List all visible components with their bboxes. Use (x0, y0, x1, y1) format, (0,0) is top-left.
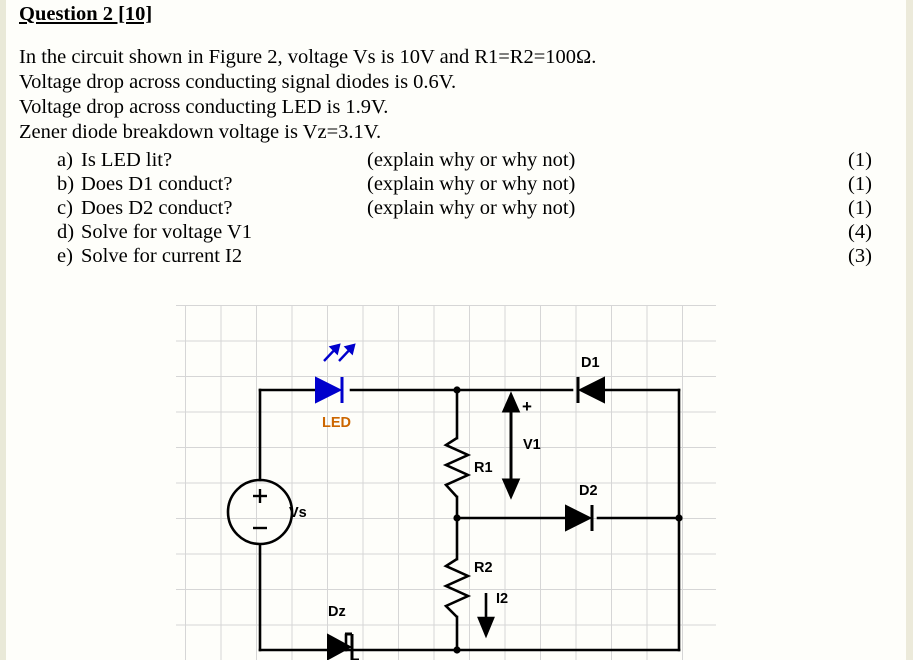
d2-label: D2 (579, 483, 598, 499)
i2-arrow (477, 593, 495, 639)
node-dot-mid (453, 514, 461, 522)
led-symbol (315, 343, 356, 404)
item-e-label: e) (57, 245, 73, 267)
led-label: LED (322, 415, 351, 431)
circuit-figure: LED Vs Dz R1 R2 + V1 I2 D1 D2 (176, 305, 716, 660)
r1-symbol (442, 436, 472, 498)
item-c-note: (explain why or why not) (367, 197, 576, 219)
r2-label: R2 (474, 560, 493, 576)
item-a-text: Is LED lit? (81, 149, 173, 171)
item-e-marks: (3) (848, 245, 872, 267)
page-title: Question 2 [10] (19, 3, 153, 25)
v1-plus-label: + (522, 397, 532, 416)
item-c-text: Does D2 conduct? (81, 197, 233, 219)
item-d-text: Solve for voltage V1 (81, 221, 252, 243)
page-left-edge (0, 0, 6, 660)
voltage-source-symbol (226, 478, 294, 546)
item-b-note: (explain why or why not) (367, 173, 576, 195)
vs-label: Vs (289, 505, 307, 521)
item-e-text: Solve for current I2 (81, 245, 243, 267)
d1-symbol (576, 376, 605, 404)
dz-symbol (327, 632, 359, 660)
v1-label: V1 (523, 437, 541, 453)
r1-label: R1 (474, 460, 493, 476)
question-line-3: Voltage drop across conducting LED is 1.… (19, 96, 389, 118)
graph-paper-grid (176, 305, 716, 660)
item-c-marks: (1) (848, 197, 872, 219)
item-b-text: Does D1 conduct? (81, 173, 233, 195)
d2-symbol (565, 504, 594, 532)
item-b-label: b) (57, 173, 75, 195)
question-line-4: Zener diode breakdown voltage is Vz=3.1V… (19, 121, 382, 143)
r2-symbol (442, 557, 472, 618)
item-d-label: d) (57, 221, 75, 243)
circuit-diagram (226, 343, 683, 660)
item-a-note: (explain why or why not) (367, 149, 576, 171)
item-c-label: c) (57, 197, 73, 219)
node-dot-right (675, 514, 683, 522)
node-dot-top (453, 386, 461, 394)
page-right-edge (906, 0, 913, 660)
question-line-1: In the circuit shown in Figure 2, voltag… (19, 46, 597, 68)
d1-label: D1 (581, 355, 600, 371)
item-a-label: a) (57, 149, 73, 171)
item-d-marks: (4) (848, 221, 872, 243)
v1-arrow (501, 391, 521, 500)
question-line-2: Voltage drop across conducting signal di… (19, 71, 457, 93)
item-a-marks: (1) (848, 149, 872, 171)
item-b-marks: (1) (848, 173, 872, 195)
node-dot-bottom (453, 646, 461, 654)
dz-label: Dz (328, 604, 346, 620)
i2-label: I2 (496, 591, 509, 607)
